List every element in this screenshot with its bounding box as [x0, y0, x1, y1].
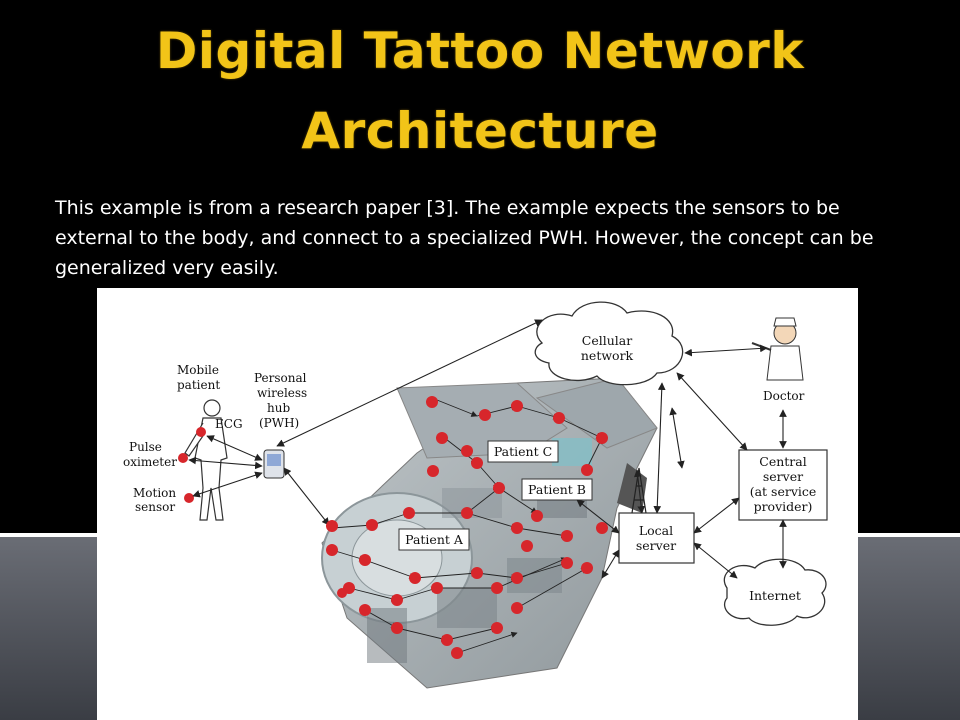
cellular-label-1: Cellular — [582, 333, 632, 348]
doctor-icon — [751, 317, 804, 381]
local-label-1: Local — [639, 523, 673, 538]
patient-b-label: Patient B — [528, 482, 586, 497]
doctor-label: Doctor — [763, 389, 805, 403]
central-server-box: Central server (at service provider) — [738, 449, 828, 521]
internet-cloud: Internet — [723, 558, 827, 626]
slide-title-line-2: Architecture — [301, 102, 659, 160]
motion-sensor-dot — [184, 493, 194, 503]
local-label-2: server — [636, 538, 676, 553]
patient-c-box: Patient C — [487, 440, 559, 463]
connection-arrows — [188, 319, 787, 579]
central-label-2: server — [763, 469, 803, 484]
hospital-floorplan — [321, 377, 658, 689]
cellular-label-2: network — [581, 348, 634, 363]
slide-title-line-1: Digital Tattoo Network — [155, 22, 805, 80]
cellular-network-cloud: Cellular network — [534, 301, 684, 386]
pwh-label-3: hub — [267, 401, 290, 415]
pulse-sensor-dot — [178, 453, 188, 463]
motion-label-1: Motion — [133, 486, 176, 500]
mobile-patient-label-2: patient — [177, 378, 220, 392]
patient-b-box: Patient B — [521, 478, 593, 501]
pulse-label-1: Pulse — [129, 440, 162, 454]
network-diagram: Cellular network Internet Central server… — [97, 288, 858, 720]
pwh-label-4: (PWH) — [259, 416, 299, 430]
central-label-4: provider) — [754, 499, 813, 514]
central-label-1: Central — [759, 454, 806, 469]
slide-body-text: This example is from a research paper [3… — [55, 197, 874, 279]
ecg-label: ECG — [215, 417, 243, 431]
sensor-dots — [326, 396, 608, 659]
internet-label: Internet — [749, 588, 801, 603]
pwh-label-2: wireless — [257, 386, 307, 400]
ecg-sensor-dot — [196, 427, 206, 437]
mobile-patient-label-1: Mobile — [177, 363, 219, 377]
pwh-device-icon — [263, 449, 285, 479]
patient-a-label: Patient A — [405, 532, 464, 547]
patient-a-box: Patient A — [398, 528, 470, 551]
motion-label-2: sensor — [135, 500, 175, 514]
local-server-box: Local server — [618, 512, 695, 564]
pulse-label-2: oximeter — [123, 455, 177, 469]
central-label-3: (at service — [750, 484, 817, 499]
pwh-label-1: Personal — [254, 371, 307, 385]
mesh-arrows — [331, 397, 603, 654]
patient-c-label: Patient C — [494, 444, 552, 459]
